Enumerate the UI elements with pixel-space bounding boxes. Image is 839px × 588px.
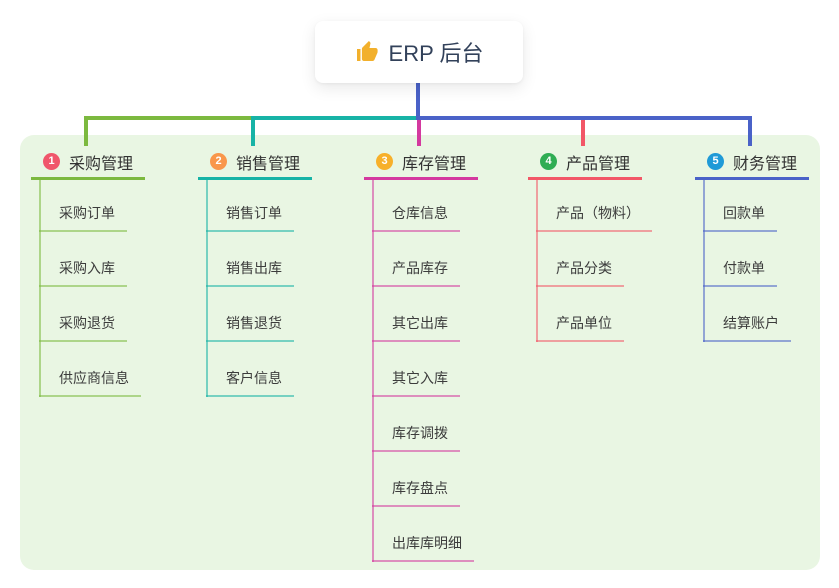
child-node[interactable]: 采购订单 <box>39 202 127 232</box>
child-node[interactable]: 采购退货 <box>39 312 127 342</box>
child-node[interactable]: 产品分类 <box>536 257 624 287</box>
branch-label: 采购管理 <box>69 155 134 173</box>
branch-spine <box>372 180 374 562</box>
branch-index-badge: 4 <box>540 153 557 170</box>
child-node[interactable]: 产品库存 <box>372 257 460 287</box>
branch-label: 财务管理 <box>733 155 798 173</box>
branch-node-4[interactable]: 4 产品管理 <box>528 146 642 180</box>
branch-elbow-connector <box>251 116 420 120</box>
branch-node-1[interactable]: 1 采购管理 <box>31 146 145 180</box>
child-node[interactable]: 产品单位 <box>536 312 624 342</box>
child-node[interactable]: 销售订单 <box>206 202 294 232</box>
branch-spine <box>703 180 705 342</box>
branch-label: 产品管理 <box>566 155 631 173</box>
branch-spine <box>206 180 208 397</box>
branch-drop-connector <box>84 116 88 146</box>
branch-spine <box>39 180 41 397</box>
child-node[interactable]: 其它出库 <box>372 312 460 342</box>
child-node[interactable]: 付款单 <box>703 257 777 287</box>
branch-drop-connector <box>748 116 752 146</box>
child-node[interactable]: 回款单 <box>703 202 777 232</box>
branch-spine <box>536 180 538 342</box>
branch-node-5[interactable]: 5 财务管理 <box>695 146 809 180</box>
branch-drop-connector <box>581 116 585 146</box>
branch-node-3[interactable]: 3 库存管理 <box>364 146 478 180</box>
thumbs-up-icon <box>355 40 379 64</box>
child-node[interactable]: 库存调拨 <box>372 422 460 452</box>
child-node[interactable]: 供应商信息 <box>39 367 141 397</box>
child-node[interactable]: 采购入库 <box>39 257 127 287</box>
child-node[interactable]: 销售出库 <box>206 257 294 287</box>
child-node[interactable]: 客户信息 <box>206 367 294 397</box>
child-node[interactable]: 库存盘点 <box>372 477 460 507</box>
child-node[interactable]: 仓库信息 <box>372 202 460 232</box>
child-node[interactable]: 结算账户 <box>703 312 791 342</box>
root-label: ERP 后台 <box>388 41 484 66</box>
mindmap-panel <box>20 135 820 570</box>
child-node[interactable]: 其它入库 <box>372 367 460 397</box>
branch-index-badge: 1 <box>43 153 60 170</box>
branch-index-badge: 2 <box>210 153 227 170</box>
branch-label: 销售管理 <box>236 155 301 173</box>
branch-elbow-connector <box>416 116 752 120</box>
branch-drop-connector <box>417 116 421 146</box>
root-stem-connector <box>416 83 420 120</box>
branch-label: 库存管理 <box>402 155 467 173</box>
child-node[interactable]: 销售退货 <box>206 312 294 342</box>
child-node[interactable]: 产品（物料） <box>536 202 652 232</box>
child-node[interactable]: 出库库明细 <box>372 532 474 562</box>
branch-drop-connector <box>251 116 255 146</box>
branch-index-badge: 3 <box>376 153 393 170</box>
root-node[interactable]: ERP 后台 <box>315 21 523 83</box>
branch-node-2[interactable]: 2 销售管理 <box>198 146 312 180</box>
branch-index-badge: 5 <box>707 153 724 170</box>
